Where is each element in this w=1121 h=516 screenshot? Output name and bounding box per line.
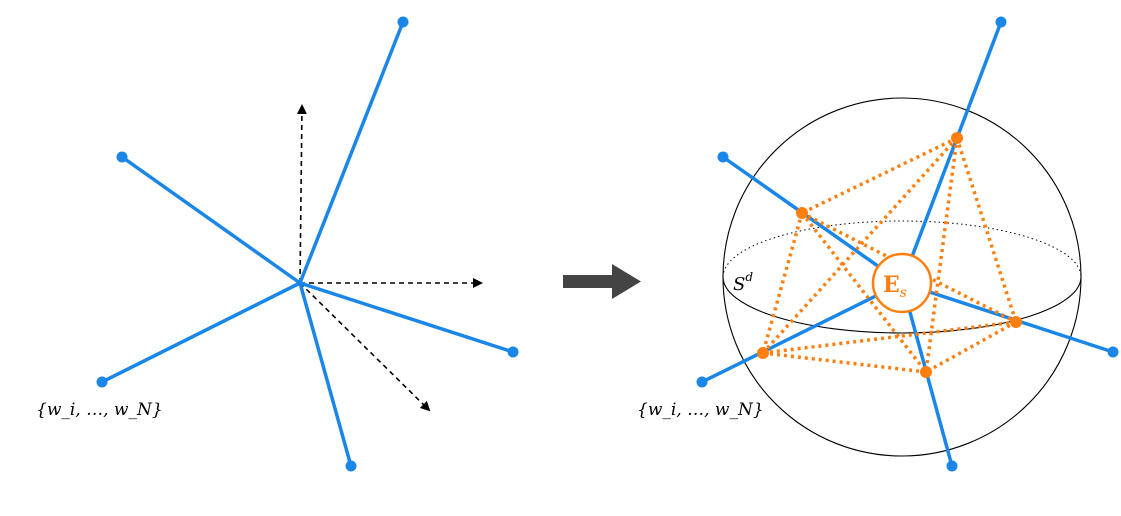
dashed-axes <box>296 104 483 412</box>
left-vector-5 <box>298 281 353 468</box>
right-endpoint-4 <box>696 376 708 388</box>
left-vector-endpoints <box>96 16 519 472</box>
left-endpoint-3 <box>507 346 519 358</box>
vertex-a <box>951 132 963 144</box>
edge-b-d <box>800 211 928 374</box>
vertex-d <box>920 366 932 378</box>
right-panel: Es Sd {w_i, …, w_N} <box>637 16 1119 472</box>
right-endpoint-1 <box>995 16 1007 28</box>
center-label: Es <box>883 272 907 301</box>
center-node: Es <box>871 252 933 314</box>
left-panel: {w_i, …, w_N} <box>36 16 519 472</box>
edge-a-e <box>761 136 959 355</box>
left-vector-3 <box>298 281 515 354</box>
edge-a-d <box>924 137 959 373</box>
right-vectors <box>700 20 1115 468</box>
edge-a-c <box>955 137 1018 323</box>
right-endpoint-2 <box>717 151 729 163</box>
left-vector-2 <box>120 155 302 285</box>
left-endpoint-1 <box>397 16 409 28</box>
right-vector-3 <box>900 281 1115 354</box>
vertex-c <box>1010 316 1022 328</box>
edge-a-b <box>801 136 958 215</box>
right-set-label: {w_i, …, w_N} <box>637 400 764 420</box>
axis-up <box>296 104 307 284</box>
edge-b-e <box>761 212 804 354</box>
right-endpoint-5 <box>946 460 958 472</box>
vertex-b <box>796 207 808 219</box>
sphere-label: Sd <box>733 270 753 295</box>
right-vector-1 <box>900 20 1003 285</box>
right-vector-2 <box>721 155 904 285</box>
center-circle <box>871 252 933 314</box>
left-vector-1 <box>298 20 405 285</box>
edge-c-d <box>925 320 1017 374</box>
left-set-label: {w_i, …, w_N} <box>36 400 163 420</box>
simplex-edges <box>761 136 1018 374</box>
vertex-e <box>757 347 769 359</box>
right-vector-endpoints <box>696 16 1119 472</box>
sphere-equator-back <box>722 220 1082 278</box>
left-endpoint-2 <box>116 151 128 163</box>
right-vector-4 <box>700 281 904 384</box>
edge-c-e <box>762 320 1017 355</box>
left-vectors <box>100 20 515 468</box>
left-vector-4 <box>100 281 302 384</box>
left-endpoint-4 <box>96 376 108 388</box>
left-endpoint-5 <box>345 460 357 472</box>
axis-down-right <box>299 282 431 412</box>
right-endpoint-3 <box>1107 346 1119 358</box>
right-arrow-icon <box>563 264 641 299</box>
simplex-vertices <box>757 132 1022 378</box>
edge-d-e <box>762 351 927 374</box>
sphere-equator-front <box>722 276 1082 334</box>
